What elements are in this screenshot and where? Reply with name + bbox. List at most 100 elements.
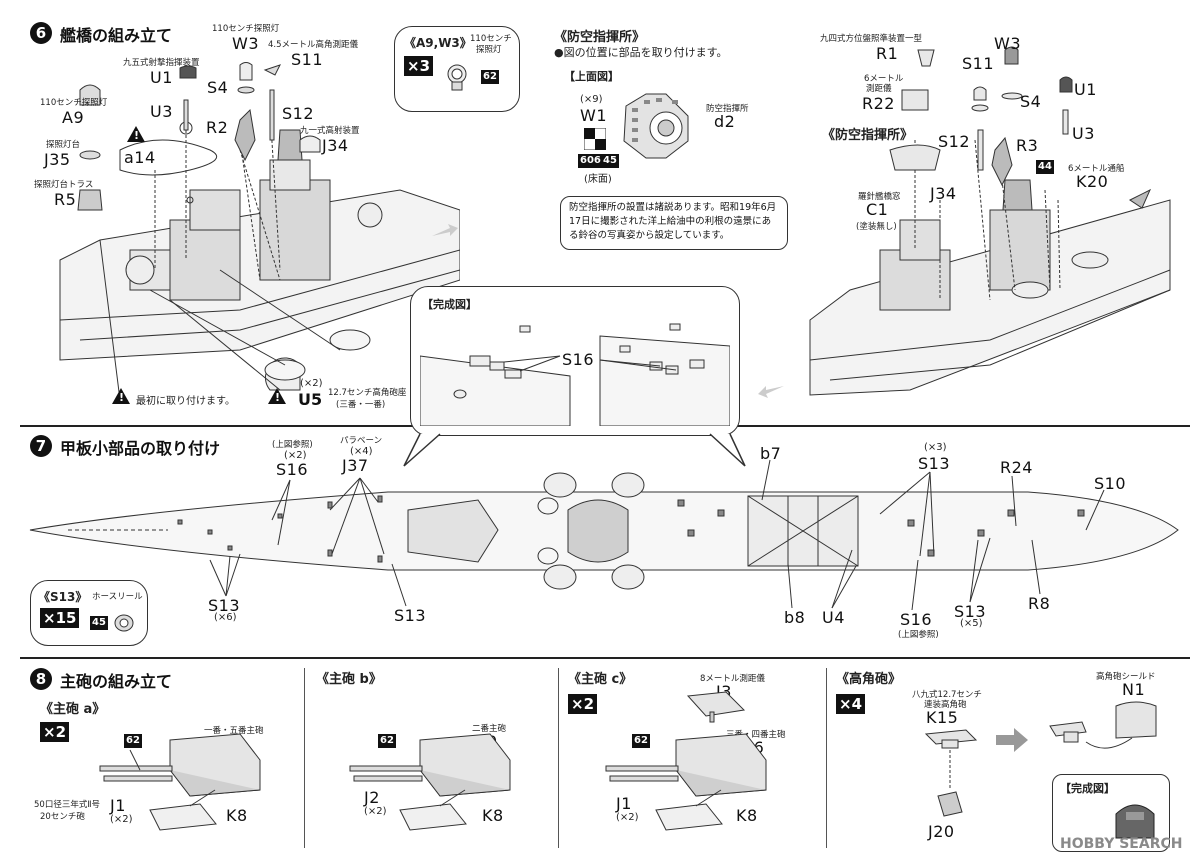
part-label: R1	[876, 44, 899, 63]
color-pattern-icon	[584, 128, 606, 150]
deck-top-view-drawing	[29, 472, 1179, 590]
floor-note: (床面)	[584, 174, 612, 185]
callout-note: 探照灯	[476, 45, 502, 55]
step8-column-divider	[304, 668, 305, 848]
rangefinder-part-drawing	[686, 691, 746, 723]
ha-gun-shield-drawing	[1049, 701, 1157, 749]
main-turret-b-drawing	[349, 733, 511, 831]
part-label: R3	[1016, 136, 1039, 155]
callout-note: 110センチ	[470, 34, 512, 44]
arrow-right-icon	[996, 728, 1028, 752]
warning-icon	[268, 388, 286, 404]
quantity-badge: ×2	[40, 722, 70, 742]
info-box: 防空指揮所の設置は諸説あります。昭和19年6月17日に撮影された洋上給油中の利根…	[560, 196, 788, 250]
hose-reel-part-drawing	[114, 614, 134, 632]
part-note: (塗装無し)	[856, 222, 897, 232]
part-multiplier: (×6)	[214, 612, 237, 623]
warning-icon	[112, 388, 130, 404]
part-label: J35	[44, 150, 71, 169]
callout-pointer	[403, 433, 746, 467]
part-note: 測距儀	[866, 84, 892, 94]
step-title: 甲板小部品の取り付け	[60, 439, 221, 458]
part-label: S13	[918, 454, 951, 473]
arrow-right-icon	[432, 224, 458, 236]
watermark: HOBBY SEARCH	[1060, 836, 1183, 852]
part-label: W1	[580, 106, 607, 125]
part-label: J34	[930, 184, 957, 203]
part-label: S13	[394, 606, 427, 625]
part-label: S16	[276, 460, 309, 479]
part-note: 九四式方位盤照準装置一型	[820, 34, 923, 44]
part-label: S12	[282, 104, 315, 123]
quantity-badge: ×15	[40, 608, 80, 628]
part-label: K20	[1076, 172, 1109, 191]
paint-color-tag: 45	[601, 154, 619, 168]
leader-lines	[209, 459, 1105, 611]
part-label: J2	[364, 788, 380, 807]
part-label: K15	[926, 708, 959, 727]
part-note: 20センチ砲	[40, 812, 85, 822]
paint-color-tag: 62	[124, 734, 142, 748]
paint-color-tag: 62	[481, 70, 499, 84]
part-label: d2	[714, 112, 736, 131]
quantity-badge: ×2	[568, 694, 598, 714]
complete-view-title: 【完成図】	[1060, 782, 1115, 795]
part-multiplier: (×2)	[364, 806, 387, 817]
ha-complete-drawing	[1115, 804, 1155, 839]
part-multiplier: (×2)	[284, 450, 307, 461]
part-label: C1	[866, 200, 889, 219]
part-note: 連装高角砲	[924, 700, 967, 710]
part-note: 探照灯台	[46, 140, 81, 150]
part-note: 110センチ探照灯	[40, 98, 108, 108]
complete-view-title: 【完成図】	[422, 298, 477, 311]
view-label: 【上面図】	[564, 70, 619, 83]
subsection-title: 《主砲 c》	[568, 672, 633, 687]
part-note: パラベーン	[340, 436, 383, 446]
part-label: J37	[342, 456, 369, 475]
part-note: 一番・五番主砲	[204, 726, 264, 736]
part-label: S11	[962, 54, 995, 73]
paint-color-tag: 62	[632, 734, 650, 748]
bridge-ship-drawing-left	[59, 62, 460, 401]
part-label: U1	[1074, 80, 1097, 99]
part-label: S16	[562, 350, 595, 369]
part-note: 九一式高射装置	[300, 126, 360, 136]
subsection-title: 《高角砲》	[836, 672, 902, 687]
main-turret-c-drawing	[605, 733, 767, 831]
part-note: 110センチ探照灯	[212, 24, 280, 34]
searchlight-part-drawing	[447, 64, 467, 91]
quantity-badge: ×4	[836, 694, 866, 714]
step-number: 6	[30, 22, 52, 44]
part-note: 4.5メートル高角測距儀	[268, 40, 359, 50]
part-note: 探照灯台トラス	[34, 180, 94, 190]
part-note: 九五式射撃指揮装置	[123, 58, 200, 68]
subsection-title: 《主砲 b》	[316, 672, 382, 687]
part-label: K8	[482, 806, 504, 825]
ha-gun-parts-drawing	[924, 729, 978, 817]
part-label: U3	[150, 102, 173, 121]
complete-view-drawing	[420, 323, 730, 426]
section-divider-8	[20, 657, 1190, 659]
part-label: S12	[938, 132, 971, 151]
part-note: (上図参照)	[898, 630, 939, 640]
step-number: 8	[30, 668, 52, 690]
part-label: b8	[784, 608, 806, 627]
part-label: K8	[226, 806, 248, 825]
main-turret-a-drawing	[99, 733, 261, 831]
part-note: 8メートル測距儀	[700, 674, 765, 684]
part-label: W3	[994, 34, 1021, 53]
part-label: a14	[124, 148, 156, 167]
part-label: S16	[900, 610, 933, 629]
warning-note: 最初に取り付けます。	[136, 396, 235, 407]
paint-color-tag: 45	[90, 616, 108, 630]
part-multiplier: (×2)	[110, 814, 133, 825]
part-note: 12.7センチ高角砲座	[328, 388, 407, 398]
part-note: 6メートル通船	[1068, 164, 1125, 174]
instruction-text: ●図の位置に部品を取り付けます。	[554, 46, 728, 59]
part-note: (三番・一番)	[336, 400, 386, 410]
director-top-view-drawing	[623, 93, 689, 159]
part-label: R5	[54, 190, 77, 209]
part-label: R2	[206, 118, 229, 137]
section-subtitle: 《防空指揮所》	[554, 30, 646, 45]
part-multiplier: (×3)	[924, 442, 947, 453]
